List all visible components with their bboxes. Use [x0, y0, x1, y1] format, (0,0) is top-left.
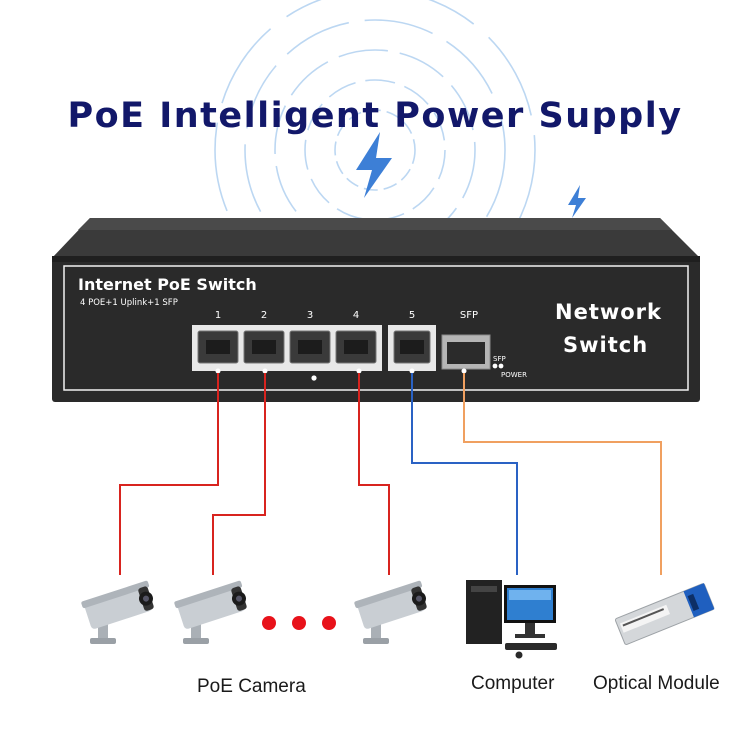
switch-name-line1: Network: [555, 300, 663, 324]
computer-caption: Computer: [471, 673, 555, 694]
port-label-5: 5: [408, 310, 416, 321]
camera-caption: PoE Camera: [197, 676, 306, 697]
port-label-2: 2: [260, 310, 268, 321]
switch-title: Internet PoE Switch: [78, 275, 257, 294]
port-label-1: 1: [214, 310, 222, 321]
port-label-4: 4: [352, 310, 360, 321]
sfp-cable: [463, 373, 662, 575]
port-label-3: 3: [306, 310, 314, 321]
headline: PoE Intelligent Power Supply: [67, 96, 683, 136]
lightning-icon: [356, 132, 586, 218]
poe-cable-2: [212, 373, 266, 575]
switch-subtitle: 4 POE+1 Uplink+1 SFP: [80, 298, 178, 308]
optical-module-caption: Optical Module: [593, 673, 720, 694]
power-led-label: POWER: [501, 371, 527, 379]
more-cameras-dots: [262, 616, 336, 630]
sfp-port-label: SFP: [459, 310, 479, 321]
poe-cable-4: [358, 373, 390, 575]
sfp-led-label: SFP: [493, 355, 506, 363]
poe-cable-1: [119, 373, 219, 575]
switch-name-line2: Switch: [563, 333, 649, 357]
uplink-cable: [411, 373, 518, 575]
